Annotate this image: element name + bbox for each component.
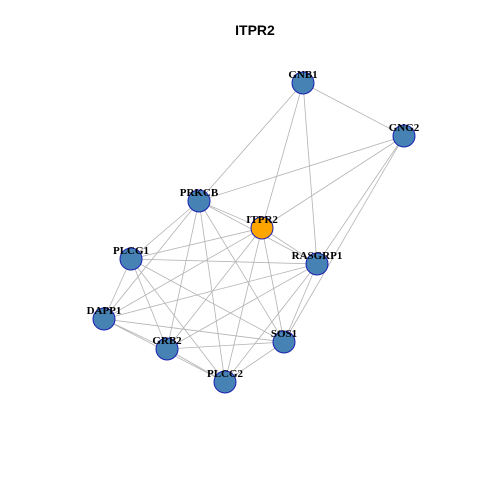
edge-grb2-sos1 — [166, 341, 285, 350]
node-label-grb2: GRB2 — [152, 335, 182, 347]
node-circle-gnb1[interactable] — [291, 71, 315, 95]
edge-gng2-rasgrp1 — [316, 135, 405, 265]
edge-itpr2-dapp1 — [103, 227, 263, 320]
node-label-gnb1: GNB1 — [288, 69, 317, 81]
diagram-title: ITPR2 — [235, 22, 275, 38]
node-label-sos1: SOS1 — [271, 328, 297, 340]
edge-rasgrp1-dapp1 — [103, 263, 318, 320]
edge-itpr2-plcg1 — [130, 227, 263, 260]
node-circle-rasgrp1[interactable] — [305, 252, 329, 276]
edge-sos1-plcg2 — [224, 341, 285, 383]
edge-plcg1-sos1 — [130, 258, 285, 343]
node-label-rasgrp1: RASGRP1 — [292, 250, 343, 262]
edge-gnb1-rasgrp1 — [302, 82, 318, 265]
edge-prkcb-dapp1 — [103, 200, 200, 320]
node-circle-prkcb[interactable] — [187, 189, 211, 213]
edge-gnb1-gng2 — [302, 82, 405, 137]
node-circle-plcg2[interactable] — [213, 370, 237, 394]
node-rasgrp1[interactable]: RASGRP1 — [292, 250, 343, 276]
node-grb2[interactable]: GRB2 — [152, 335, 182, 361]
edge-rasgrp1-plcg2 — [224, 263, 318, 383]
node-prkcb[interactable]: PRKCB — [180, 187, 219, 213]
node-circle-sos1[interactable] — [272, 330, 296, 354]
node-circle-dapp1[interactable] — [92, 307, 116, 331]
edge-plcg1-plcg2 — [130, 258, 226, 383]
node-gng2[interactable]: GNG2 — [389, 122, 420, 148]
edge-rasgrp1-sos1 — [283, 263, 318, 343]
edge-itpr2-plcg2 — [224, 227, 263, 383]
node-label-gng2: GNG2 — [389, 122, 420, 134]
edge-prkcb-sos1 — [198, 200, 285, 343]
edge-gng2-itpr2 — [261, 135, 405, 229]
node-itpr2[interactable]: ITPR2 — [246, 214, 278, 240]
edge-prkcb-plcg1 — [130, 200, 200, 260]
node-circle-itpr2[interactable] — [250, 216, 274, 240]
edge-rasgrp1-grb2 — [166, 263, 318, 350]
node-gnb1[interactable]: GNB1 — [288, 69, 318, 95]
node-dapp1[interactable]: DAPP1 — [87, 305, 122, 331]
node-circle-grb2[interactable] — [155, 337, 179, 361]
node-plcg1[interactable]: PLCG1 — [113, 245, 149, 271]
node-plcg2[interactable]: PLCG2 — [207, 368, 244, 394]
edge-plcg1-rasgrp1 — [130, 258, 318, 265]
edge-gnb1-itpr2 — [261, 82, 304, 229]
node-label-itpr2: ITPR2 — [246, 214, 278, 226]
node-label-dapp1: DAPP1 — [87, 305, 122, 317]
edge-plcg1-grb2 — [130, 258, 168, 350]
edge-gng2-sos1 — [283, 135, 405, 343]
edge-itpr2-sos1 — [261, 227, 285, 343]
edge-dapp1-sos1 — [103, 318, 285, 343]
node-label-plcg1: PLCG1 — [113, 245, 149, 257]
node-label-prkcb: PRKCB — [180, 187, 219, 199]
node-circle-gng2[interactable] — [392, 124, 416, 148]
edge-dapp1-grb2 — [103, 318, 168, 350]
edge-prkcb-grb2 — [166, 200, 200, 350]
node-circle-plcg1[interactable] — [119, 247, 143, 271]
node-sos1[interactable]: SOS1 — [271, 328, 297, 354]
edge-gnb1-prkcb — [198, 82, 304, 202]
node-label-plcg2: PLCG2 — [207, 368, 244, 380]
edge-gng2-prkcb — [198, 135, 405, 202]
